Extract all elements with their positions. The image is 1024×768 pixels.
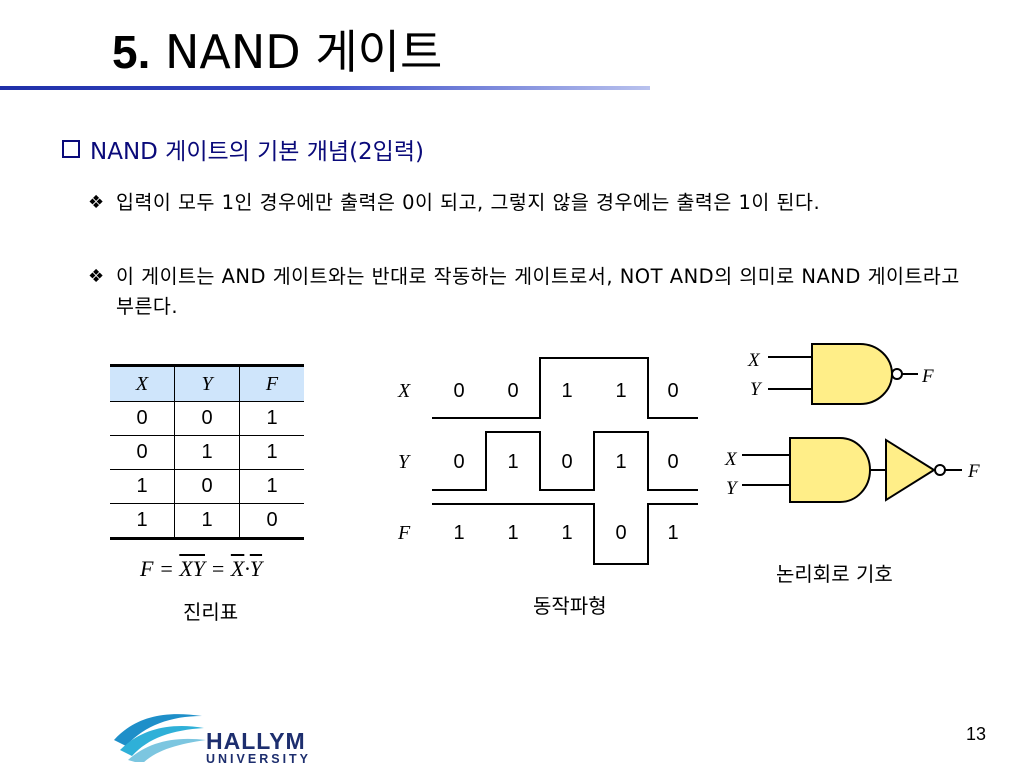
bullet-text: 이 게이트는 AND 게이트와는 반대로 작동하는 게이트로서, NOT AND… xyxy=(116,265,960,318)
and-not-f-label: F xyxy=(967,461,980,482)
bullet-item: ❖ 이 게이트는 AND 게이트와는 반대로 작동하는 게이트로서, NOT A… xyxy=(88,262,984,322)
table-cell: 1 xyxy=(174,435,240,470)
diamond-bullet-icon: ❖ xyxy=(88,192,105,213)
wave-logo-icon xyxy=(114,714,206,762)
and-not-gate-symbol: X Y F xyxy=(724,437,980,503)
x-value: 1 xyxy=(561,380,572,402)
formula-equals: = xyxy=(210,556,226,581)
x-value: 0 xyxy=(667,380,678,402)
column-header: F xyxy=(239,364,304,402)
y-value: 0 xyxy=(561,451,572,473)
and-gate-body xyxy=(789,437,871,503)
x-value: 0 xyxy=(507,380,518,402)
nand-gate-symbol: X Y F xyxy=(747,343,934,405)
formula-x-bar: X xyxy=(230,556,245,581)
waveform-labels: X Y F xyxy=(397,380,411,544)
table-cell: 1 xyxy=(239,401,304,436)
table-cell: 1 xyxy=(110,503,175,540)
waveform-caption: 동작파형 xyxy=(533,594,607,618)
table-header-row: X Y F xyxy=(110,364,304,402)
diamond-bullet-icon: ❖ xyxy=(88,266,105,287)
table-cell: 0 xyxy=(110,401,175,436)
nand-f-label: F xyxy=(921,366,934,387)
section-heading: NAND 게이트의 기본 개념(2입력) xyxy=(62,136,424,168)
f-value: 1 xyxy=(561,522,572,544)
inversion-bubble-icon xyxy=(934,464,946,476)
y-value: 0 xyxy=(453,451,464,473)
y-waveform xyxy=(432,431,698,491)
boolean-formula: F = XY = X·Y xyxy=(140,556,262,582)
nand-y-label: Y xyxy=(750,379,763,400)
formula-output: F xyxy=(140,556,154,581)
table-cell: 1 xyxy=(239,469,304,504)
y-value: 1 xyxy=(507,451,518,473)
formula-xy-bar: XY xyxy=(179,556,205,581)
nand-gate-body xyxy=(811,343,893,405)
table-row: 1 1 0 xyxy=(110,503,304,540)
x-value: 0 xyxy=(453,380,464,402)
checkbox-bullet-icon xyxy=(62,140,80,158)
f-value: 0 xyxy=(615,522,626,544)
section-heading-text: NAND 게이트의 기본 개념(2입력) xyxy=(90,139,424,165)
title-text: NAND 게이트 xyxy=(165,25,443,79)
page-number: 13 xyxy=(966,724,987,744)
formula-dot: · xyxy=(244,556,250,581)
x-waveform xyxy=(432,357,698,419)
f-value: 1 xyxy=(667,522,678,544)
table-cell: 0 xyxy=(110,435,175,470)
table-cell: 0 xyxy=(174,401,240,436)
table-cell: 1 xyxy=(174,503,240,540)
title-underline xyxy=(0,86,650,90)
nand-x-label: X xyxy=(747,350,761,371)
title-number: 5. xyxy=(112,26,151,78)
timing-diagram xyxy=(432,357,698,565)
y-value: 0 xyxy=(667,451,678,473)
table-row: 1 0 1 xyxy=(110,469,304,504)
x-signal-label: X xyxy=(397,380,411,402)
university-logo: HALLYM UNIVERSITY xyxy=(110,704,350,768)
and-x-label: X xyxy=(724,449,738,470)
not-gate-body xyxy=(885,438,936,502)
formula-y-bar: Y xyxy=(249,556,263,581)
logo-name: HALLYM xyxy=(206,728,306,754)
bullet-item: ❖ 입력이 모두 1인 경우에만 출력은 0이 되고, 그렇지 않을 경우에는 … xyxy=(88,188,984,218)
x-value: 1 xyxy=(615,380,626,402)
table-row: 0 0 1 xyxy=(110,401,304,436)
table-cell: 0 xyxy=(174,469,240,504)
and-y-label: Y xyxy=(726,478,739,499)
column-header: X xyxy=(110,364,175,402)
logic-symbol-caption: 논리회로 기호 xyxy=(776,562,893,586)
f-value: 1 xyxy=(453,522,464,544)
logo-subtitle: UNIVERSITY xyxy=(206,752,312,766)
table-row: 0 1 1 xyxy=(110,435,304,470)
page-title: 5. NAND 게이트 xyxy=(112,24,442,80)
column-header: Y xyxy=(174,364,240,402)
table-cell: 1 xyxy=(110,469,175,504)
f-value: 1 xyxy=(507,522,518,544)
truth-table-caption: 진리표 xyxy=(183,600,239,624)
y-signal-label: Y xyxy=(398,451,411,473)
bullet-text: 입력이 모두 1인 경우에만 출력은 0이 되고, 그렇지 않을 경우에는 출력… xyxy=(116,191,821,214)
f-signal-label: F xyxy=(397,522,411,544)
waveform-values: 0 0 1 1 0 0 1 0 1 0 1 1 1 0 1 xyxy=(453,380,678,544)
table-cell: 1 xyxy=(239,435,304,470)
f-waveform xyxy=(432,503,698,565)
formula-equals: = xyxy=(158,556,174,581)
y-value: 1 xyxy=(615,451,626,473)
inversion-bubble-icon xyxy=(891,368,903,380)
truth-table: X Y F 0 0 1 0 1 1 1 0 1 1 1 0 xyxy=(110,364,304,540)
table-cell: 0 xyxy=(239,503,304,540)
